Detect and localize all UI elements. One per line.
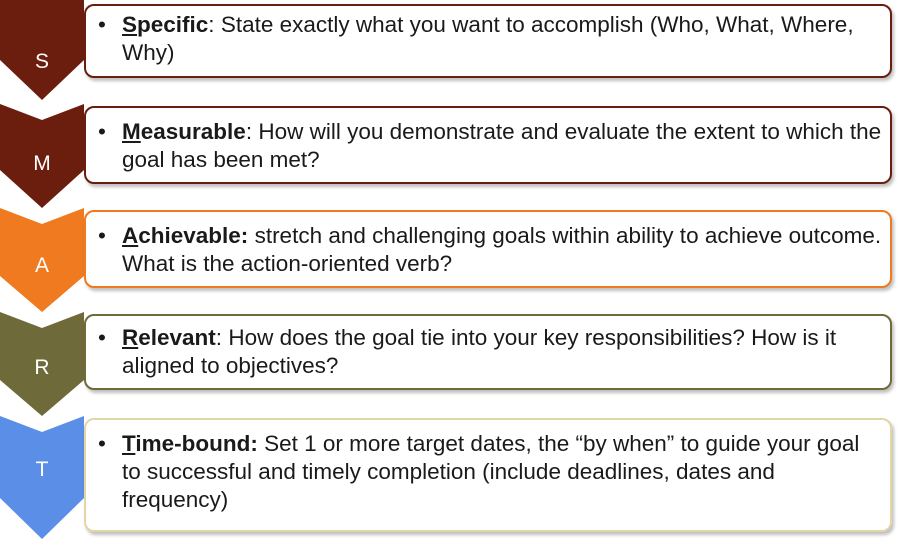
text-specific: • Specific: State exactly what you want … [98, 11, 884, 67]
chevron-shape [0, 416, 84, 539]
description-time-bound: Set 1 or more target dates, the “by when… [122, 431, 860, 512]
text-measurable: • Measurable: How will you demonstrate a… [98, 118, 884, 174]
term-rest: easurable [140, 119, 246, 144]
term-rest: chievable: [138, 223, 249, 248]
term-achievable: Achievable: [122, 223, 248, 248]
term-initial: M [122, 119, 141, 144]
letter-s: S [34, 50, 49, 73]
letter-r: R [34, 356, 50, 379]
term-specific: Specific [122, 12, 208, 37]
description-measurable: How will you demonstrate and evaluate th… [122, 119, 882, 172]
term-initial: R [122, 325, 139, 350]
term-relevant: Relevant [122, 325, 216, 350]
box-achievable: • Achievable: stretch and challenging go… [84, 210, 892, 288]
term-time-bound: Time-bound: [122, 431, 258, 456]
box-time-bound: • Time-bound: Set 1 or more target dates… [84, 418, 892, 532]
term-measurable: Measurable [122, 119, 246, 144]
chevron-specific [0, 0, 84, 100]
term-suffix: : [215, 325, 223, 350]
letter-m: M [33, 152, 51, 175]
chevron-shape [0, 312, 84, 416]
smart-row-time-bound: T • Time-bound: Set 1 or more target dat… [0, 416, 900, 539]
bullet: • [98, 223, 106, 248]
chevron-time-bound [0, 416, 84, 539]
chevron-measurable [0, 104, 84, 208]
term-rest: ime-bound: [135, 431, 258, 456]
text-time-bound: • Time-bound: Set 1 or more target dates… [98, 430, 884, 514]
bullet: • [98, 325, 106, 350]
smart-row-specific: S • Specific: State exactly what you wan… [0, 0, 900, 100]
chevron-shape [0, 104, 84, 208]
term-initial: S [122, 12, 138, 37]
term-rest: pecific [137, 12, 209, 37]
text-achievable: • Achievable: stretch and challenging go… [98, 222, 884, 278]
description-achievable: stretch and challenging goals within abi… [122, 223, 882, 276]
bullet: • [98, 431, 106, 456]
description-relevant: How does the goal tie into your key resp… [122, 325, 837, 378]
chevron-achievable [0, 208, 84, 312]
text-relevant: • Relevant: How does the goal tie into y… [98, 324, 884, 380]
box-measurable: • Measurable: How will you demonstrate a… [84, 106, 892, 184]
smart-row-relevant: R • Relevant: How does the goal tie into… [0, 312, 900, 416]
description-specific: State exactly what you want to accomplis… [122, 12, 854, 65]
letter-a: A [34, 254, 49, 277]
bullet: • [98, 119, 106, 144]
smart-row-measurable: M • Measurable: How will you demonstrate… [0, 104, 900, 208]
letter-t: T [35, 458, 49, 481]
term-suffix: : [245, 119, 253, 144]
box-specific: • Specific: State exactly what you want … [84, 4, 892, 78]
bullet: • [98, 12, 106, 37]
chevron-relevant [0, 312, 84, 416]
term-rest: elevant [138, 325, 216, 350]
term-initial: T [122, 431, 136, 456]
chevron-shape [0, 208, 84, 312]
term-initial: A [122, 223, 139, 248]
box-relevant: • Relevant: How does the goal tie into y… [84, 314, 892, 390]
chevron-shape [0, 0, 84, 100]
smart-row-achievable: A • Achievable: stretch and challenging … [0, 208, 900, 312]
term-suffix: : [208, 12, 215, 37]
